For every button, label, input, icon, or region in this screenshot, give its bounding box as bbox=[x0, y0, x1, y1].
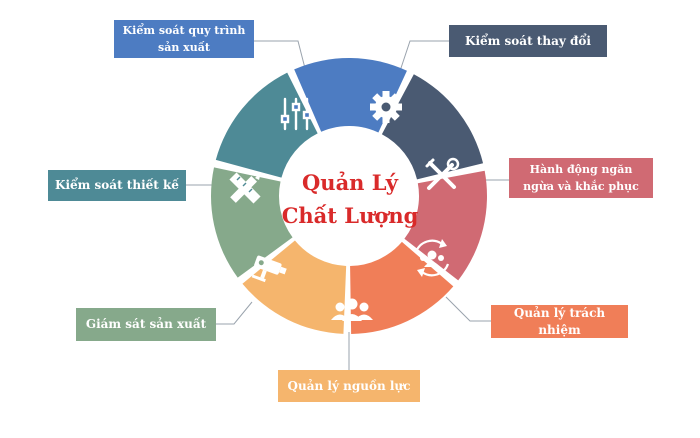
connector-responsibility bbox=[445, 296, 491, 322]
team-cycle-icon bbox=[414, 239, 450, 277]
label-corrective-action: Hành động ngăn ngừa và khắc phục bbox=[509, 158, 653, 198]
tools-icon bbox=[425, 157, 460, 190]
center-circle bbox=[281, 128, 417, 264]
connector-monitoring bbox=[216, 301, 253, 325]
center-title-line2: Chất Lượng bbox=[281, 203, 419, 228]
center-title-line1: Quản Lý bbox=[302, 170, 398, 195]
label-design-control: Kiểm soát thiết kế bbox=[48, 170, 186, 201]
label-resource-management: Quản lý nguồn lực bbox=[278, 370, 420, 402]
gear-icon bbox=[370, 91, 402, 123]
label-production-monitoring: Giám sát sản xuất bbox=[76, 308, 216, 341]
segment-change bbox=[381, 74, 484, 180]
ruler-pencil-icon bbox=[229, 172, 261, 204]
sliders-icon bbox=[280, 97, 312, 131]
camera-icon bbox=[251, 255, 287, 283]
people-icon bbox=[331, 298, 373, 321]
segment-design bbox=[215, 72, 318, 178]
label-change-control: Kiểm soát thay đổi bbox=[449, 25, 607, 57]
connector-change bbox=[396, 40, 449, 81]
segment-prevent bbox=[404, 170, 487, 281]
segment-monitoring bbox=[211, 167, 293, 278]
label-process-control: Kiểm soát quy trình sản xuất bbox=[114, 20, 254, 58]
label-responsibility: Quản lý trách nhiệm bbox=[491, 305, 628, 338]
